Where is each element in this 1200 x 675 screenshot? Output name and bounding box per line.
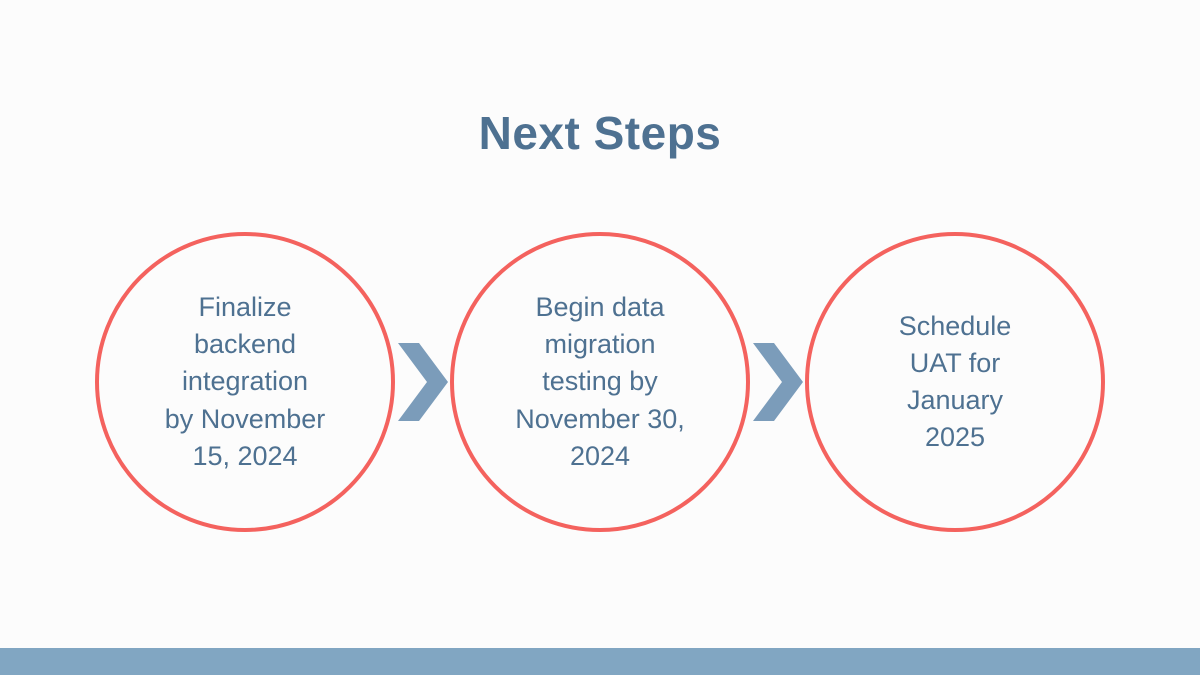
step-label: Schedule UAT for January 2025 [898,310,1012,453]
footer-bar [0,648,1200,675]
step-circle-2: Begin data migration testing by November… [450,232,750,532]
step-circle-3: Schedule UAT for January 2025 [805,232,1105,532]
page-title: Next Steps [478,107,722,159]
chevron-right-icon [750,343,805,421]
steps-row: Finalize backend integration by November… [0,232,1200,532]
step-label: Begin data migration testing by November… [515,291,685,471]
step-label: Finalize backend integration by November… [164,291,326,471]
chevron-right-icon [395,343,450,421]
step-circle-1: Finalize backend integration by November… [95,232,395,532]
